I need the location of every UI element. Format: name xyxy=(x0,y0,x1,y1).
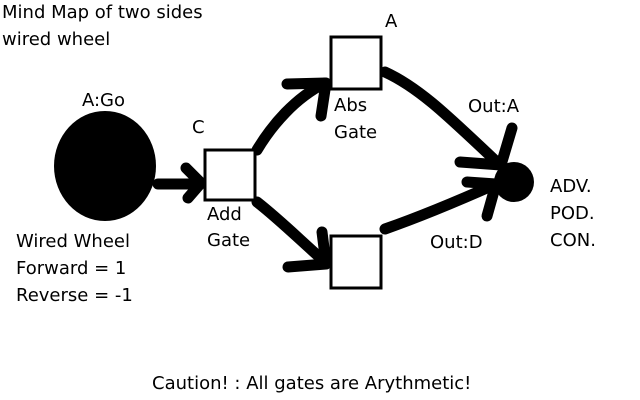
out-d-label: Out:D xyxy=(430,232,483,253)
bottom-gate-node xyxy=(329,234,383,290)
edge-bottom-to-result xyxy=(379,178,502,235)
abs-gate-top-label: A xyxy=(385,11,398,32)
wheel-label: A:Go xyxy=(82,90,125,111)
wheel-node xyxy=(54,111,156,221)
result-line-2: POD. xyxy=(550,203,595,224)
edge-add-to-abs xyxy=(251,77,331,156)
edge-wheel-to-add-arrowhead xyxy=(180,162,207,204)
out-a-label: Out:A xyxy=(468,96,520,117)
wheel-desc-line-3: Reverse = -1 xyxy=(16,285,133,306)
edge-add-to-abs-arrowhead xyxy=(281,77,332,122)
edge-add-to-bottom xyxy=(251,196,331,268)
wheel-desc-line-1: Wired Wheel xyxy=(16,231,130,252)
add-gate-label-line-1: Add xyxy=(207,204,242,225)
abs-gate-node xyxy=(329,35,383,91)
edge-abs-to-result xyxy=(379,66,506,171)
result-line-3: CON. xyxy=(550,230,596,251)
result-node xyxy=(494,162,534,202)
add-gate-label-line-2: Gate xyxy=(207,230,250,251)
edge-abs-to-result-arrowhead xyxy=(454,122,518,171)
title-line-1: Mind Map of two sides xyxy=(2,2,203,23)
abs-gate-label-line-2: Gate xyxy=(334,122,377,143)
result-line-1: ADV. xyxy=(550,176,592,197)
add-gate-node xyxy=(203,148,257,202)
abs-gate-label-line-1: Abs xyxy=(334,95,367,116)
wheel-desc-line-2: Forward = 1 xyxy=(16,258,126,279)
caution-text: Caution! : All gates are Arythmetic! xyxy=(152,373,471,394)
title-line-2: wired wheel xyxy=(2,29,110,50)
add-gate-top-label: C xyxy=(192,117,205,138)
edge-add-to-bottom-arrowhead xyxy=(282,226,332,273)
